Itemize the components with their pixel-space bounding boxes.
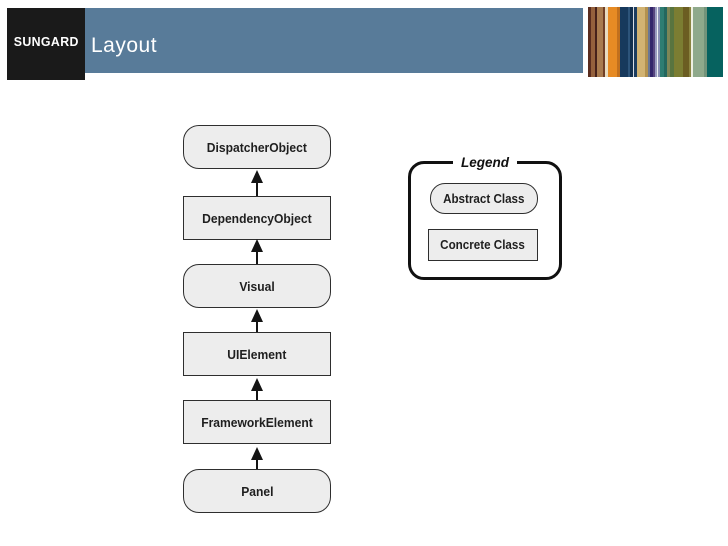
stripe xyxy=(603,7,605,77)
stripe xyxy=(637,7,645,77)
stripe xyxy=(683,7,689,77)
stripe xyxy=(650,7,653,77)
stripe xyxy=(645,7,648,77)
stripe xyxy=(670,7,674,77)
slide-title: Layout xyxy=(91,33,158,57)
arrow-head-icon xyxy=(251,309,263,322)
stripe xyxy=(664,7,667,77)
class-box-visual: Visual xyxy=(183,264,331,308)
stripe xyxy=(633,7,634,77)
decorative-stripes xyxy=(588,7,723,77)
class-label: DispatcherObject xyxy=(206,139,308,155)
stripe xyxy=(707,7,723,77)
arrow-shaft xyxy=(256,322,258,332)
class-box-uielement: UIElement xyxy=(183,332,331,376)
stripe xyxy=(693,7,704,77)
legend-box: Legend Abstract Class Concrete Class xyxy=(408,154,562,280)
class-box-panel: Panel xyxy=(183,469,331,513)
inheritance-arrow xyxy=(250,309,264,332)
arrow-head-icon xyxy=(251,378,263,391)
stripe xyxy=(674,7,683,77)
stripe xyxy=(608,7,617,77)
class-label: Panel xyxy=(240,483,274,499)
stripe xyxy=(620,7,628,77)
arrow-head-icon xyxy=(251,239,263,252)
arrow-head-icon xyxy=(251,170,263,183)
arrow-shaft xyxy=(256,460,258,469)
inheritance-arrow xyxy=(250,378,264,400)
stripe xyxy=(655,7,657,77)
class-box-dispatcherobject: DispatcherObject xyxy=(183,125,331,169)
stripe xyxy=(658,7,660,77)
arrow-shaft xyxy=(256,183,258,196)
stripe xyxy=(595,7,597,77)
stripe xyxy=(691,7,693,77)
stripe xyxy=(588,7,591,77)
arrow-shaft xyxy=(256,391,258,400)
stripe xyxy=(630,7,633,77)
stripe xyxy=(634,7,637,77)
stripe xyxy=(605,7,608,77)
stripe xyxy=(617,7,620,77)
class-box-frameworkelement: FrameworkElement xyxy=(183,400,331,444)
stripe xyxy=(704,7,707,77)
class-label: UIElement xyxy=(227,346,287,362)
inheritance-arrow xyxy=(250,170,264,196)
inheritance-arrow xyxy=(250,447,264,469)
stripe xyxy=(657,7,658,77)
class-box-dependencyobject: DependencyObject xyxy=(183,196,331,240)
legend-item-concrete-class: Concrete Class xyxy=(428,229,538,261)
sungard-logo: SUNGARD xyxy=(7,8,85,80)
slide-title-bar: Layout xyxy=(85,8,583,73)
stripe xyxy=(597,7,603,77)
class-label: DependencyObject xyxy=(202,210,312,226)
stripe xyxy=(648,7,650,77)
stripe xyxy=(667,7,670,77)
stripe xyxy=(689,7,691,77)
legend-item-abstract-class: Abstract Class xyxy=(430,183,538,214)
stripe xyxy=(628,7,630,77)
sungard-logo-text: SUNGARD xyxy=(13,33,79,49)
class-label: Visual xyxy=(239,278,275,294)
legend-item-label: Concrete Class xyxy=(440,238,526,252)
inheritance-arrow xyxy=(250,239,264,264)
legend-title: Legend xyxy=(452,154,518,172)
arrow-head-icon xyxy=(251,447,263,460)
stripe xyxy=(653,7,655,77)
arrow-shaft xyxy=(256,252,258,264)
stripe xyxy=(660,7,664,77)
legend-item-label: Abstract Class xyxy=(443,191,525,206)
stripe xyxy=(591,7,595,77)
class-label: FrameworkElement xyxy=(201,414,313,430)
